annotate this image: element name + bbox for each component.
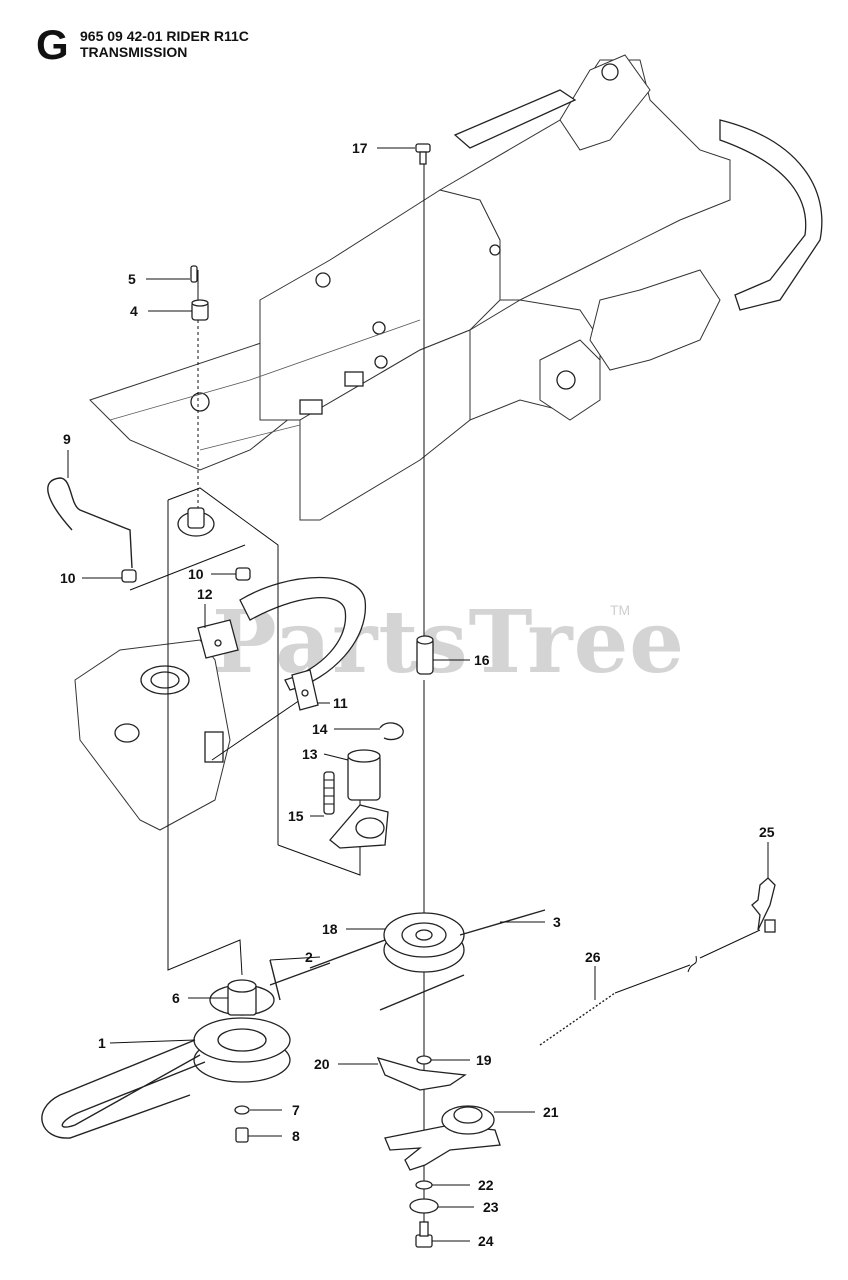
callout-25: 25 <box>759 824 775 840</box>
watermark-trademark: TM <box>610 602 631 618</box>
part-12-bracket <box>197 619 239 659</box>
section-title: TRANSMISSION <box>80 44 188 60</box>
part-2-belt <box>269 939 386 1001</box>
part-7-washer <box>234 1105 250 1115</box>
part-20-plate <box>376 1057 467 1091</box>
part-4-bushing <box>191 299 209 321</box>
part-22-washer <box>415 1180 433 1190</box>
model-title: 965 09 42-01 RIDER R11C <box>80 28 249 44</box>
section-letter: G <box>36 21 69 68</box>
part-19-washer <box>416 1055 432 1065</box>
callout-22: 22 <box>478 1177 494 1193</box>
part-8-bolt <box>235 1127 249 1143</box>
callout-21: 21 <box>543 1104 559 1120</box>
part-25-cable-end <box>751 877 776 933</box>
part-16-sleeve <box>416 635 434 675</box>
part-5-pin <box>190 265 198 283</box>
part-17-bolt <box>415 143 431 165</box>
callout-labels: 5 4 17 9 10 10 12 11 14 13 15 16 18 3 2 … <box>60 140 775 1249</box>
callout-9: 9 <box>63 431 71 447</box>
diagram-header: G 965 09 42-01 RIDER R11C TRANSMISSION <box>0 0 848 80</box>
callout-1: 1 <box>98 1035 106 1051</box>
callout-23: 23 <box>483 1199 499 1215</box>
callout-26: 26 <box>585 949 601 965</box>
callout-11: 11 <box>333 695 348 711</box>
callout-18: 18 <box>322 921 338 937</box>
callout-12: 12 <box>197 586 213 602</box>
part-14-clip <box>379 722 404 741</box>
part-10-nut-left <box>121 569 137 583</box>
part-24-bolt <box>415 1221 433 1248</box>
callout-6: 6 <box>172 990 180 1006</box>
part-1-belt <box>41 1039 206 1139</box>
part-26-spring-cable <box>539 929 761 1046</box>
callout-leaders <box>67 147 769 1242</box>
callout-4: 4 <box>130 303 138 319</box>
callout-8: 8 <box>292 1128 300 1144</box>
callout-13: 13 <box>302 746 318 762</box>
part-15-spring <box>323 771 335 815</box>
part-13-sleeve <box>347 749 381 801</box>
callout-17: 17 <box>352 140 368 156</box>
part-9-rod <box>47 477 133 569</box>
part-21-idler-pulley <box>384 1105 501 1171</box>
part-10-nut-right <box>235 567 251 581</box>
callout-20: 20 <box>314 1056 330 1072</box>
callout-5: 5 <box>128 271 136 287</box>
part-6-drive-pulley <box>193 979 291 1083</box>
callout-19: 19 <box>476 1052 492 1068</box>
callout-2: 2 <box>305 949 313 965</box>
callout-24: 24 <box>478 1233 494 1249</box>
part-18-idler-pulley <box>383 912 465 973</box>
idler-arm <box>329 804 389 849</box>
chassis-frame <box>89 54 823 521</box>
watermark-logo: PartsTree <box>212 592 686 693</box>
callout-15: 15 <box>288 808 304 824</box>
callout-16: 16 <box>474 652 490 668</box>
pivot-bracket <box>177 507 215 537</box>
callout-7: 7 <box>292 1102 300 1118</box>
callout-10-right: 10 <box>188 566 204 582</box>
part-23-washer <box>409 1198 439 1214</box>
callout-3: 3 <box>553 914 561 930</box>
part-11-bracket <box>291 669 319 711</box>
callout-14: 14 <box>312 721 328 737</box>
transmission-housing <box>74 576 366 831</box>
callout-10-left: 10 <box>60 570 76 586</box>
